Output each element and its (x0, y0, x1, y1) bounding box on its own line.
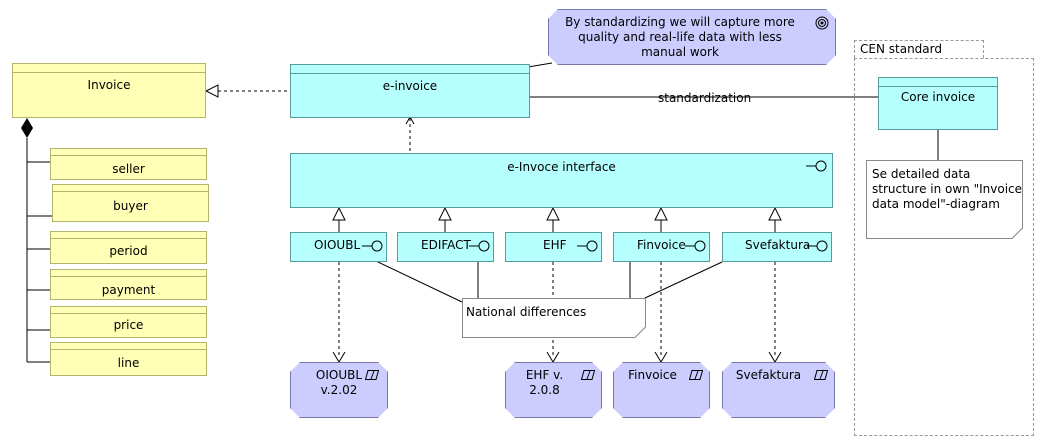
interface-icon (685, 240, 706, 252)
format-label: Finvoice (637, 238, 686, 252)
artifact-label: v.2.02 (320, 383, 358, 397)
goal-text-line3: manual work (641, 45, 719, 59)
artifact-ehf[interactable]: EHF v. 2.0.8 (505, 362, 602, 418)
artifact-icon (814, 370, 828, 380)
format-finvoice[interactable]: Finvoice (613, 232, 710, 262)
interface-icon (362, 240, 383, 252)
cen-group-tab: CEN standard (854, 40, 984, 58)
cen-standard-group[interactable] (854, 58, 1034, 436)
part-label: price (113, 318, 144, 332)
artifact-oioubl[interactable]: OIOUBL v.2.02 (290, 362, 388, 418)
invoice-part-payment[interactable]: payment (50, 269, 207, 300)
interface-title: e-Invoce interface (507, 160, 616, 174)
goal-text-line2: quality and real-life data with less (578, 30, 782, 44)
part-label: payment (101, 283, 156, 297)
artifact-icon (365, 370, 379, 380)
artifact-svefaktura[interactable]: Svefaktura (722, 362, 835, 418)
invoice-object[interactable]: Invoice (12, 63, 206, 118)
part-label: line (117, 356, 140, 370)
interface-icon (806, 160, 827, 172)
einvoice-interface[interactable]: e-Invoce interface (290, 153, 833, 208)
invoice-part-price[interactable]: price (50, 306, 207, 338)
core-invoice-object[interactable]: Core invoice (878, 77, 998, 130)
interface-icon (469, 240, 490, 252)
artifact-label: Svefaktura (735, 368, 802, 382)
standardization-label: standardization (658, 91, 752, 105)
part-label: buyer (113, 199, 148, 213)
format-ehf[interactable]: EHF (505, 232, 602, 262)
artifact-label: Finvoice (628, 368, 677, 382)
goal-text-line1: By standardizing we will capture more (565, 15, 795, 29)
artifact-icon (689, 370, 703, 380)
invoice-part-line[interactable]: line (50, 342, 207, 376)
cen-group-label: CEN standard (860, 42, 942, 56)
invoice-part-seller[interactable]: seller (50, 148, 207, 180)
goal-target-icon (815, 16, 829, 30)
invoice-part-buyer[interactable]: buyer (52, 184, 209, 222)
national-differences-note[interactable]: National differences (462, 298, 646, 338)
part-label: period (109, 244, 148, 258)
invoice-title: Invoice (87, 78, 131, 92)
goal-element[interactable]: By standardizing we will capture more qu… (548, 9, 836, 65)
invoice-part-period[interactable]: period (50, 231, 207, 264)
e-invoice-object[interactable]: e-invoice (290, 64, 530, 118)
part-label: seller (112, 162, 145, 176)
note-text-line2: structure in own "Invoice (872, 182, 1023, 196)
artifact-label: EHF v. (525, 368, 564, 382)
interface-icon (807, 240, 828, 252)
artifact-icon (581, 370, 595, 380)
format-oioubl[interactable]: OIOUBL (290, 232, 387, 262)
core-invoice-title: Core invoice (900, 90, 976, 104)
artifact-label: OIOUBL (315, 368, 363, 382)
data-model-note[interactable]: Se detailed data structure in own "Invoi… (866, 160, 1023, 239)
format-label: Svefaktura (745, 238, 811, 252)
artifact-finvoice[interactable]: Finvoice (613, 362, 710, 418)
interface-icon (577, 240, 598, 252)
note-text-line3: data model"-diagram (872, 197, 1000, 211)
composition-diamond (21, 118, 33, 138)
artifact-label: 2.0.8 (529, 383, 560, 397)
format-label: EDIFACT (421, 238, 471, 252)
note-text-line1: Se detailed data (872, 167, 971, 181)
format-edifact[interactable]: EDIFACT (397, 232, 494, 262)
e-invoice-title: e-invoice (382, 79, 438, 93)
format-svefaktura[interactable]: Svefaktura (722, 232, 832, 262)
format-label: OIOUBL (314, 238, 361, 252)
format-label: EHF (543, 238, 567, 252)
national-differences-text: National differences (466, 305, 587, 319)
